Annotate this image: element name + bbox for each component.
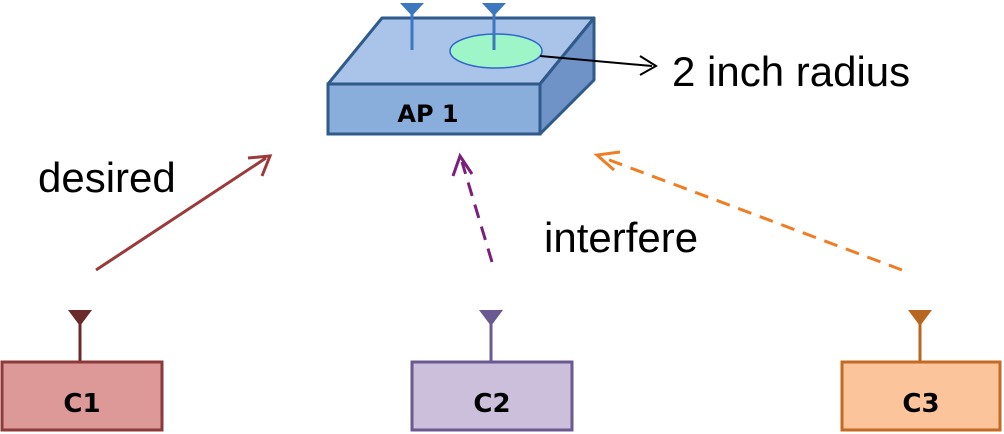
radius-annotation: 2 inch radius (539, 48, 910, 95)
desired-label: desired (38, 154, 176, 201)
client-c3: C3 (840, 310, 1002, 432)
client-c2: C2 (410, 310, 574, 432)
radius-arrow-head (639, 55, 658, 76)
client-c2-box (410, 360, 574, 432)
radius-pointer-arrow (539, 55, 653, 67)
client-c1-antenna-head-icon (68, 310, 92, 326)
interfere-link-c2-arrow (451, 152, 494, 263)
radius-label: 2 inch radius (672, 48, 910, 95)
ap-front-face (326, 82, 542, 136)
client-c1-label: C1 (63, 389, 100, 419)
client-c2-antenna-head-icon (479, 310, 503, 326)
client-c3-antenna-head-icon (908, 310, 932, 326)
client-c1: C1 (0, 310, 164, 432)
client-c3-label: C3 (902, 389, 939, 419)
ap-hotspot-ellipse (449, 33, 543, 69)
desired-link-arrow (95, 154, 273, 272)
client-c2-label: C2 (473, 389, 510, 419)
access-point: AP 1 (326, 3, 596, 136)
ap-antenna-2-icon (482, 3, 506, 50)
client-c1-box (0, 360, 164, 432)
ap-label: AP 1 (397, 100, 458, 128)
interfere-link-c3-arrow (593, 150, 903, 272)
client-c3-box (840, 360, 1002, 432)
ap-antenna-1-icon (400, 3, 424, 50)
interfere-label: interfere (544, 214, 698, 261)
